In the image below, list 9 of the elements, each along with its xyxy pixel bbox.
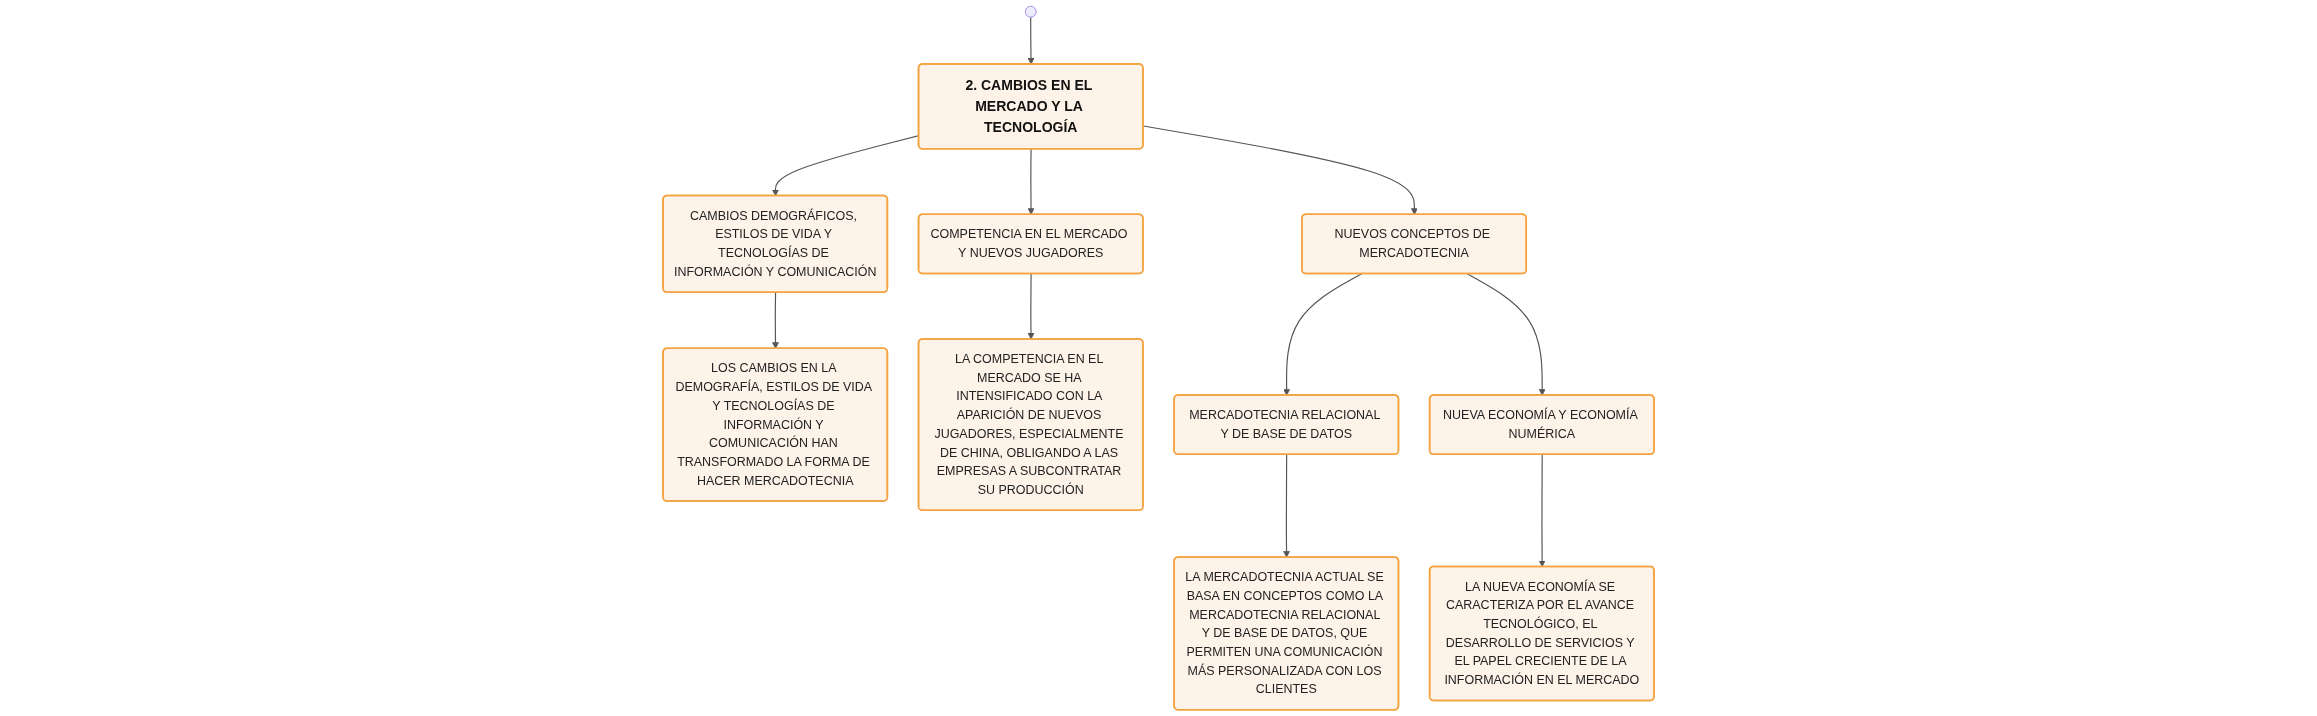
arrow xyxy=(1027,273,1035,340)
arrow xyxy=(1283,273,1363,396)
arrow xyxy=(1466,273,1546,396)
arrow xyxy=(1027,16,1035,65)
arrow xyxy=(1027,148,1035,215)
arrow xyxy=(1283,454,1290,558)
arrow xyxy=(1538,454,1546,568)
arrow xyxy=(1142,125,1418,215)
arrow xyxy=(772,291,779,349)
